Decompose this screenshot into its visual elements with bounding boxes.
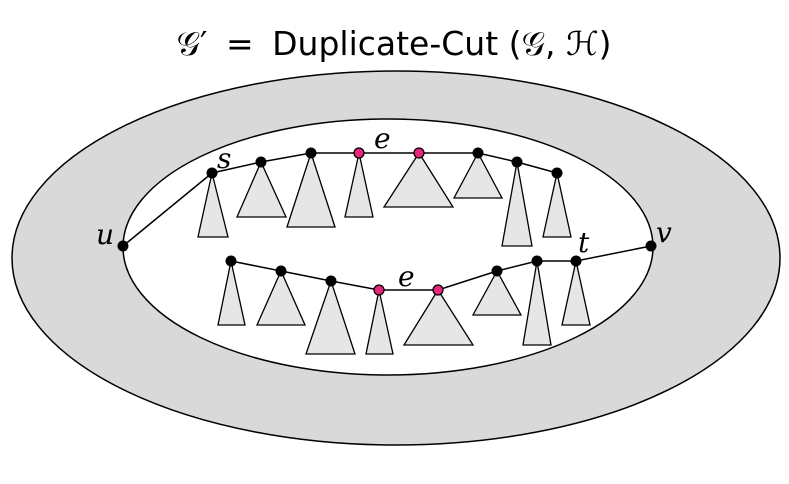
vertex-lower (225, 255, 237, 267)
title-lhs: 𝒢′ (176, 24, 207, 63)
tree-upper-8 (542, 172, 572, 238)
title-args: (𝒢, ℋ) (509, 24, 612, 63)
label-u: u (96, 218, 114, 251)
vertex-upper (305, 147, 317, 159)
vertex-lower (491, 265, 503, 277)
tree-lower-6 (471, 269, 523, 316)
cut-vertex-top-right (413, 147, 425, 159)
cut-vertex-top-left (353, 147, 365, 159)
cut-vertex-bottom-left (373, 284, 385, 296)
tree-upper-2 (236, 160, 288, 218)
figure-title: 𝒢′ = Duplicate-Cut (𝒢, ℋ) (176, 24, 611, 63)
tree-upper-5 (382, 151, 455, 208)
tree-lower-5 (402, 288, 475, 346)
vertex-lower (275, 265, 287, 277)
tree-lower-7 (522, 260, 552, 346)
label-e-bottom: e (398, 260, 415, 293)
vertex-u (117, 240, 129, 252)
cut-vertex-bottom-right (432, 284, 444, 296)
vertex-lower (325, 275, 337, 287)
label-v: v (656, 216, 672, 249)
title-equals: = (226, 24, 254, 63)
tree-lower-4 (365, 289, 394, 355)
tree-upper-4 (344, 152, 374, 218)
vertex-t (570, 255, 582, 267)
tree-lower-1 (217, 260, 246, 326)
tree-s (197, 172, 229, 238)
label-t: t (578, 226, 590, 259)
tree-upper-6 (452, 151, 504, 199)
vertex-upper (511, 156, 523, 168)
tree-t (561, 260, 591, 326)
vertex-upper (255, 156, 267, 168)
vertex-lower (531, 255, 543, 267)
title-func: Duplicate-Cut (272, 24, 498, 63)
tree-lower-2 (255, 269, 307, 326)
vertex-upper (551, 167, 563, 179)
tree-upper-7 (501, 161, 533, 247)
vertex-v (645, 240, 657, 252)
vertex-s (206, 167, 218, 179)
tree-lower-3 (305, 278, 356, 355)
vertex-upper (472, 147, 484, 159)
tree-upper-3 (286, 150, 336, 228)
label-e-top: e (374, 122, 391, 155)
label-s: s (217, 142, 231, 175)
